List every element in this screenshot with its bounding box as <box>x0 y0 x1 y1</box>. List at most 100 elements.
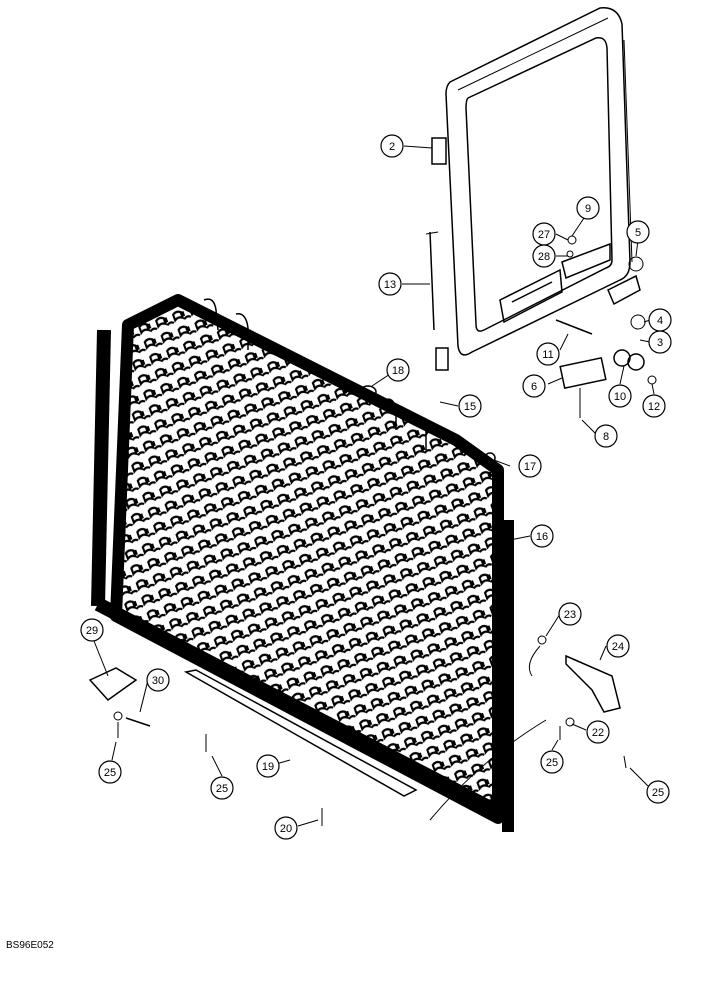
callout-circle <box>532 244 556 268</box>
lower-bar <box>183 669 418 797</box>
callout-c25a: 25 <box>98 760 122 784</box>
callout-c27: 27 <box>532 222 556 246</box>
spacer-18 <box>359 385 377 399</box>
leader-lines <box>91 145 655 827</box>
pivot-bolt <box>435 431 496 464</box>
callout-c29: 29 <box>80 618 104 642</box>
callout-label: 25 <box>216 783 228 795</box>
callout-circle <box>518 454 542 478</box>
callout-label: 20 <box>280 823 292 835</box>
callout-label: 28 <box>538 251 550 263</box>
callout-circle <box>536 342 560 366</box>
figure-code: BS96E052 <box>6 940 54 951</box>
callout-c19: 19 <box>256 754 280 778</box>
callout-c25c: 25 <box>540 750 564 774</box>
callout-label: 4 <box>657 315 663 327</box>
callout-label: 3 <box>657 337 663 349</box>
bracket-left <box>88 667 138 701</box>
callout-c22: 22 <box>586 720 610 744</box>
bolts <box>113 635 627 826</box>
callout-label: 30 <box>152 675 164 687</box>
callout-label: 25 <box>546 757 558 769</box>
callout-c9: 9 <box>576 196 600 220</box>
callout-c13: 13 <box>378 272 402 296</box>
callout-label: 29 <box>86 625 98 637</box>
callout-circle <box>378 272 402 296</box>
callout-label: 6 <box>531 381 537 393</box>
callout-circle <box>98 760 122 784</box>
screen-assembly <box>91 294 514 832</box>
callout-circle <box>210 776 234 800</box>
callout-circle <box>386 358 410 382</box>
callout-c16: 16 <box>530 524 554 548</box>
door-hinge-upper <box>431 137 447 165</box>
door-handle <box>499 268 563 324</box>
callout-circle <box>648 330 672 354</box>
callout-circle <box>256 754 280 778</box>
callout-c24: 24 <box>606 634 630 658</box>
callout-c5: 5 <box>626 220 650 244</box>
callout-circle <box>540 750 564 774</box>
callout-c23: 23 <box>558 602 582 626</box>
callout-circle <box>608 384 632 408</box>
callout-label: 17 <box>524 461 536 473</box>
callout-label: 25 <box>652 787 664 799</box>
latch-bracket <box>561 242 641 306</box>
callout-label: 2 <box>389 141 395 153</box>
callout-label: 19 <box>262 761 274 773</box>
callout-label: 27 <box>538 229 550 241</box>
callout-label: 8 <box>603 431 609 443</box>
hinge-pin-rod <box>425 231 439 331</box>
callout-c28: 28 <box>532 244 556 268</box>
door-hinge-lower <box>435 347 449 371</box>
callout-circle <box>558 602 582 626</box>
callout-circle <box>522 374 546 398</box>
callout-circle <box>576 196 600 220</box>
latch-parts <box>555 235 657 418</box>
callout-circle <box>530 524 554 548</box>
bracket-right <box>565 654 621 713</box>
callout-label: 23 <box>564 609 576 621</box>
callout-c15: 15 <box>458 394 482 418</box>
callout-circle <box>586 720 610 744</box>
callout-c30: 30 <box>146 668 170 692</box>
callout-c20: 20 <box>274 816 298 840</box>
callout-circle <box>380 134 404 158</box>
callout-label: 18 <box>392 365 404 377</box>
callout-c25d: 25 <box>646 780 670 804</box>
callout-circle <box>606 634 630 658</box>
door-frame <box>445 7 633 356</box>
callout-c25b: 25 <box>210 776 234 800</box>
callout-c18: 18 <box>386 358 410 382</box>
callout-label: 10 <box>614 391 626 403</box>
callout-circle <box>80 618 104 642</box>
callout-circle <box>146 668 170 692</box>
callout-c11: 11 <box>536 342 560 366</box>
callout-circle <box>642 394 666 418</box>
callout-circle <box>274 816 298 840</box>
callout-label: 25 <box>104 767 116 779</box>
cable <box>429 645 547 821</box>
callout-label: 11 <box>542 349 553 361</box>
callout-label: 13 <box>384 279 396 291</box>
callout-label: 9 <box>585 203 591 215</box>
callout-label: 16 <box>536 531 548 543</box>
callout-c17: 17 <box>518 454 542 478</box>
callout-circle <box>458 394 482 418</box>
callout-label: 5 <box>635 227 641 239</box>
callout-circle <box>594 424 618 448</box>
callout-c10: 10 <box>608 384 632 408</box>
callout-c6: 6 <box>522 374 546 398</box>
callout-label: 12 <box>648 401 660 413</box>
callout-c2: 2 <box>380 134 404 158</box>
callout-label: 15 <box>464 401 476 413</box>
callout-c12: 12 <box>642 394 666 418</box>
callout-label: 22 <box>592 727 604 739</box>
callout-circle <box>646 780 670 804</box>
callout-circle <box>626 220 650 244</box>
callout-c4: 4 <box>648 308 672 332</box>
callout-label: 24 <box>612 641 624 653</box>
callout-c8: 8 <box>594 424 618 448</box>
